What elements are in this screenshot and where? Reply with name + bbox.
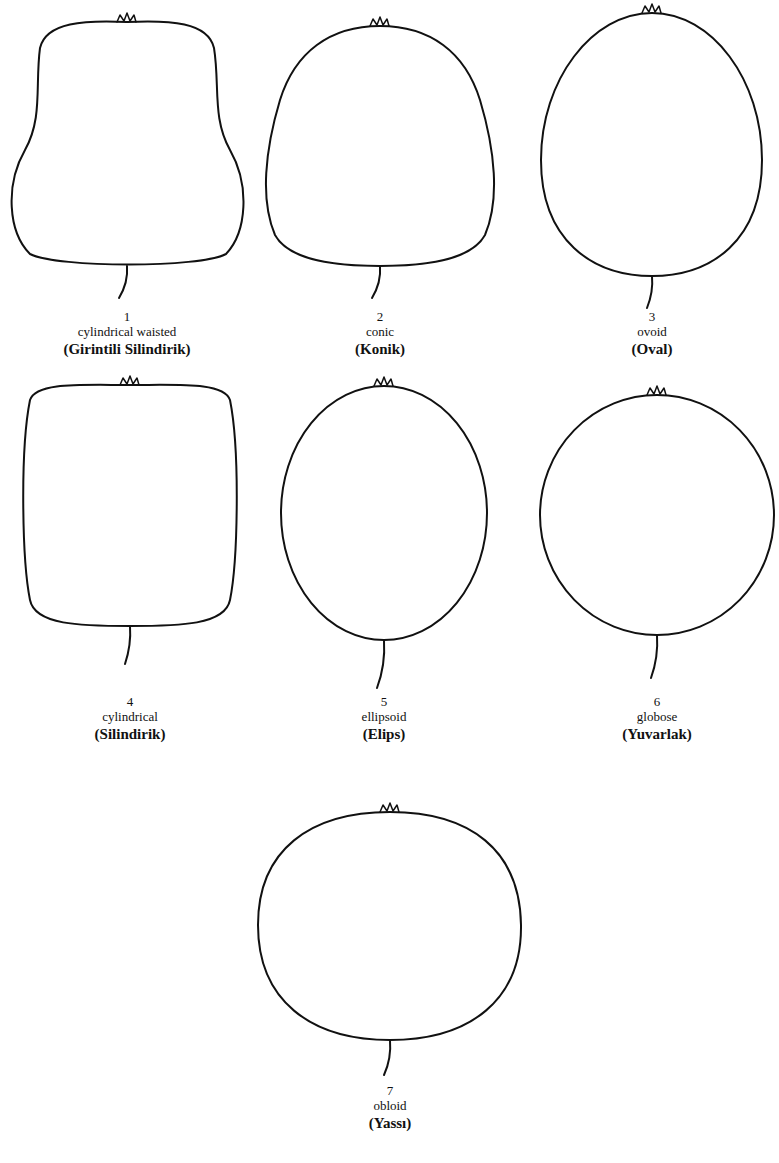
shape-name-turkish: (Konik) — [250, 340, 510, 358]
fruit-shape — [540, 386, 774, 678]
shape-name-turkish: (Silindirik) — [0, 725, 260, 743]
figure-number: 2 — [250, 309, 510, 325]
fruit-shape — [266, 17, 494, 298]
figure-number: 5 — [254, 694, 514, 710]
shape-name-english: ellipsoid — [254, 709, 514, 725]
shape-name-english: obloid — [260, 1098, 520, 1114]
shape-name-english: cylindrical — [0, 709, 260, 725]
shape-name-turkish: (Elips) — [254, 725, 514, 743]
figure-number: 3 — [522, 309, 779, 325]
figure-number: 7 — [260, 1083, 520, 1099]
fruit-shape — [23, 376, 237, 664]
shape-name-turkish: (Yassı) — [260, 1114, 520, 1132]
fruit-shape — [541, 4, 762, 308]
shape-name-english: globose — [527, 709, 779, 725]
fruit-shape — [12, 13, 244, 298]
figure-number: 4 — [0, 694, 260, 710]
shape-name-turkish: (Yuvarlak) — [527, 725, 779, 743]
figure-number: 6 — [527, 694, 779, 710]
fruit-shape — [281, 377, 487, 688]
shape-name-english: ovoid — [522, 324, 779, 340]
shape-name-english: conic — [250, 324, 510, 340]
shape-name-english: cylindrical waisted — [0, 324, 257, 340]
figure-number: 1 — [0, 309, 257, 325]
fruit-shape — [258, 803, 521, 1075]
shape-name-turkish: (Girintili Silindirik) — [0, 340, 257, 358]
shape-name-turkish: (Oval) — [522, 340, 779, 358]
